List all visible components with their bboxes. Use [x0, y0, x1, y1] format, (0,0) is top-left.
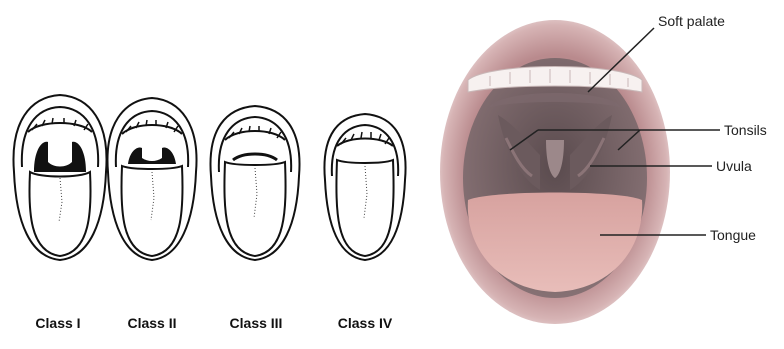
class-4-label: Class IV: [338, 315, 393, 331]
tongue-label: Tongue: [710, 227, 756, 243]
soft-palate-label: Soft palate: [658, 13, 725, 29]
class-4-drawing: [324, 114, 405, 260]
class-1-drawing: [13, 95, 106, 260]
tonsils-label: Tonsils: [724, 122, 767, 138]
class-1-label: Class I: [35, 315, 80, 331]
class-3-drawing: [210, 106, 299, 260]
class-2-drawing: [107, 98, 196, 260]
class-2-label: Class II: [127, 315, 176, 331]
open-mouth-illustration: [440, 20, 670, 324]
class-3-label: Class III: [230, 315, 283, 331]
uvula-label: Uvula: [716, 158, 752, 174]
